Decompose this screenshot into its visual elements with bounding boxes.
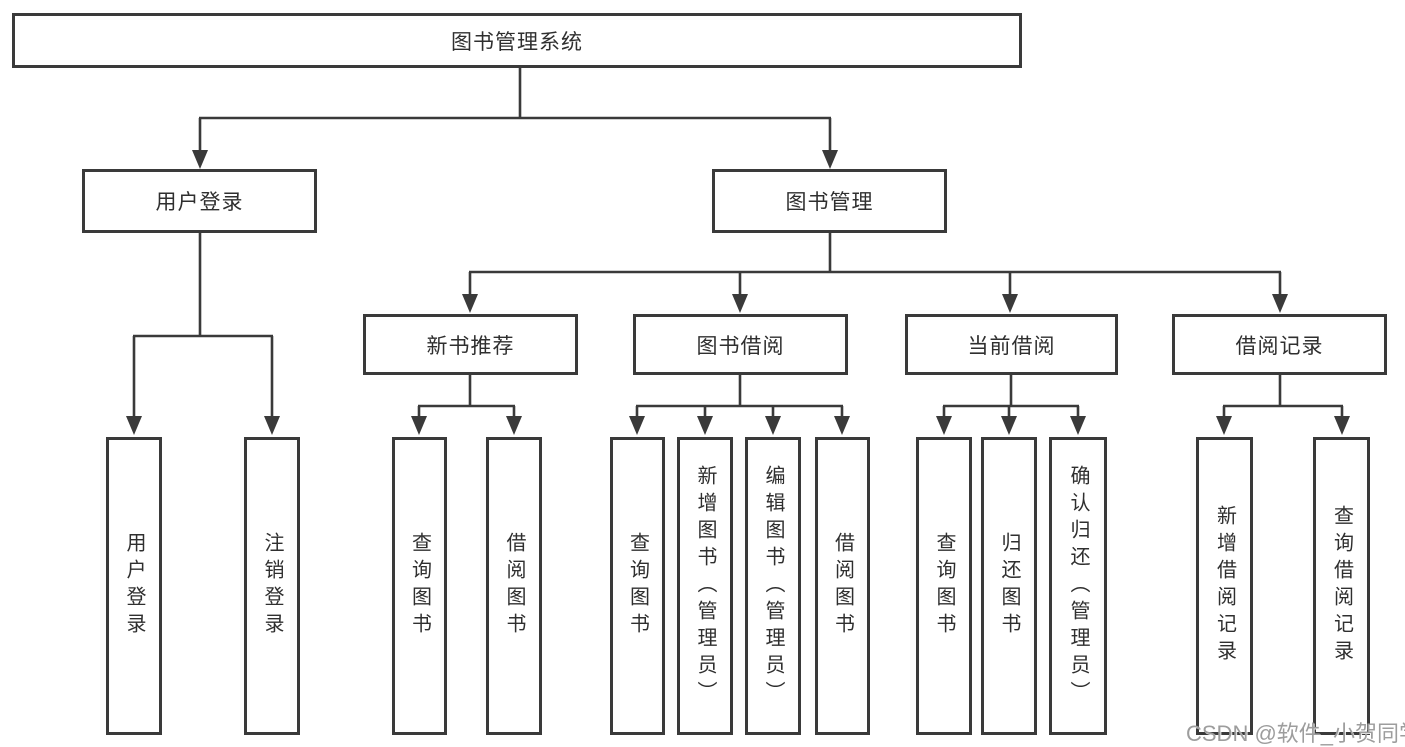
node-book-management: 图书管理 — [712, 169, 947, 233]
connector-root-to-level2 — [198, 68, 832, 152]
connector-new-rec-children — [417, 375, 516, 419]
leaf-query-books-3-label: 查询图书 — [933, 532, 955, 640]
leaf-edit-books-admin-label: 编辑图书（管理员） — [762, 464, 784, 708]
node-borrow-records-label: 借阅记录 — [1235, 334, 1324, 358]
connector-user-login-children — [132, 233, 274, 419]
leaf-add-books-admin-label: 新增图书（管理员） — [694, 464, 716, 708]
leaf-user-login-label: 用户登录 — [123, 532, 145, 640]
leaf-logout: 注销登录 — [244, 437, 300, 735]
leaf-user-login: 用户登录 — [106, 437, 162, 735]
leaf-add-books-admin: 新增图书（管理员） — [677, 437, 733, 735]
leaf-add-borrow-record-label: 新增借阅记录 — [1213, 505, 1236, 667]
node-current-borrowing-label: 当前借阅 — [967, 334, 1056, 358]
leaf-query-books-2: 查询图书 — [610, 437, 665, 735]
leaf-borrow-books-2-label: 借阅图书 — [831, 532, 854, 640]
leaf-return-books: 归还图书 — [981, 437, 1037, 735]
leaf-confirm-return-admin: 确认归还（管理员） — [1049, 437, 1107, 735]
node-book-borrowing: 图书借阅 — [633, 314, 848, 375]
csdn-watermark: CSDN @软件_小贺同学 — [1186, 721, 1405, 746]
connector-book-mgmt-children — [468, 233, 1282, 297]
leaf-query-books-2-label: 查询图书 — [626, 532, 649, 640]
leaf-query-books-1-label: 查询图书 — [408, 532, 431, 640]
leaf-borrow-books-1-label: 借阅图书 — [503, 532, 525, 640]
leaf-query-borrow-record-label: 查询借阅记录 — [1330, 505, 1353, 667]
leaf-query-borrow-record: 查询借阅记录 — [1313, 437, 1370, 735]
leaf-query-books-3: 查询图书 — [916, 437, 972, 735]
connector-records-children — [1222, 375, 1344, 419]
leaf-borrow-books-1: 借阅图书 — [486, 437, 542, 735]
node-root-system: 图书管理系统 — [12, 13, 1022, 68]
node-borrow-records: 借阅记录 — [1172, 314, 1387, 375]
node-book-borrowing-label: 图书借阅 — [696, 334, 785, 358]
node-new-book-recommend-label: 新书推荐 — [426, 334, 515, 358]
leaf-borrow-books-2: 借阅图书 — [815, 437, 870, 735]
leaf-edit-books-admin: 编辑图书（管理员） — [745, 437, 801, 735]
node-root-label: 图书管理系统 — [451, 30, 583, 54]
node-user-login: 用户登录 — [82, 169, 317, 233]
leaf-confirm-return-admin-label: 确认归还（管理员） — [1067, 464, 1089, 708]
leaf-return-books-label: 归还图书 — [998, 532, 1020, 640]
leaf-add-borrow-record: 新增借阅记录 — [1196, 437, 1253, 735]
connector-current-children — [942, 375, 1080, 419]
leaf-logout-label: 注销登录 — [261, 532, 283, 640]
node-current-borrowing: 当前借阅 — [905, 314, 1118, 375]
connector-borrow-children — [635, 375, 844, 419]
node-user-login-label: 用户登录 — [155, 191, 244, 214]
leaf-query-books-1: 查询图书 — [392, 437, 447, 735]
node-book-management-label: 图书管理 — [785, 191, 874, 214]
node-new-book-recommend: 新书推荐 — [363, 314, 578, 375]
